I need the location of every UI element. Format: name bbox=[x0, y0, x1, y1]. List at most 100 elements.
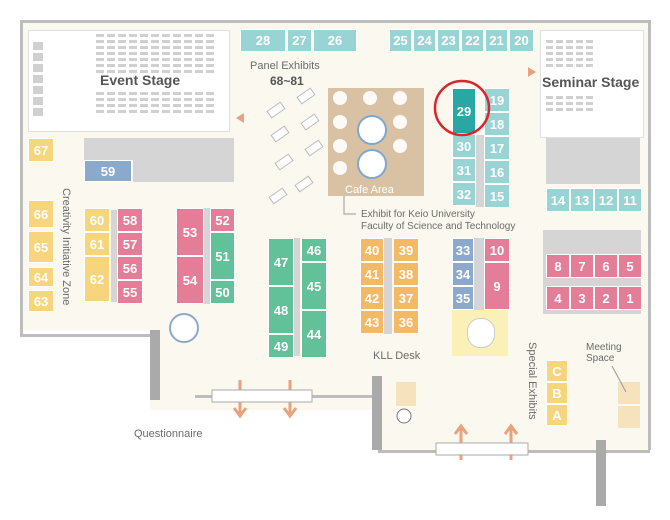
booth-12[interactable]: 12 bbox=[594, 188, 618, 212]
event-seating bbox=[206, 70, 214, 73]
booth-c[interactable]: C bbox=[546, 360, 568, 382]
booth-52[interactable]: 52 bbox=[210, 208, 235, 232]
event-seating bbox=[129, 92, 137, 95]
booth-60[interactable]: 60 bbox=[84, 208, 110, 232]
booth-39[interactable]: 39 bbox=[393, 238, 419, 262]
event-seating bbox=[129, 58, 137, 61]
booth-36[interactable]: 36 bbox=[393, 310, 419, 334]
booth-2[interactable]: 2 bbox=[594, 286, 618, 310]
booth-20[interactable]: 20 bbox=[509, 29, 534, 52]
booth-32[interactable]: 32 bbox=[452, 182, 476, 206]
booth-8[interactable]: 8 bbox=[546, 254, 570, 278]
booth-29[interactable]: 29 bbox=[452, 88, 476, 134]
booth-11[interactable]: 11 bbox=[618, 188, 642, 212]
event-seating bbox=[118, 34, 126, 37]
booth-43[interactable]: 43 bbox=[360, 310, 384, 334]
cafe-table bbox=[393, 91, 407, 105]
booth-10[interactable]: 10 bbox=[484, 238, 510, 262]
panel-exhibit-board bbox=[304, 139, 324, 157]
booth-9[interactable]: 9 bbox=[484, 262, 510, 310]
booth-65[interactable]: 65 bbox=[28, 231, 54, 263]
booth-5[interactable]: 5 bbox=[618, 254, 642, 278]
booth-56[interactable]: 56 bbox=[117, 256, 143, 280]
vote-icon bbox=[357, 115, 387, 145]
booth-48[interactable]: 48 bbox=[268, 286, 294, 334]
stage-seat bbox=[33, 42, 43, 50]
booth-53[interactable]: 53 bbox=[176, 208, 204, 256]
booth-4[interactable]: 4 bbox=[546, 286, 570, 310]
event-seating bbox=[162, 58, 170, 61]
booth-34[interactable]: 34 bbox=[452, 262, 474, 286]
gray-table-9 bbox=[476, 135, 484, 207]
booth-47[interactable]: 47 bbox=[268, 238, 294, 286]
booth-44[interactable]: 44 bbox=[301, 310, 327, 358]
booth-1[interactable]: 1 bbox=[618, 286, 642, 310]
booth-51[interactable]: 51 bbox=[210, 232, 235, 280]
booth-a[interactable]: A bbox=[546, 404, 568, 426]
booth-61[interactable]: 61 bbox=[84, 232, 110, 256]
booth-15[interactable]: 15 bbox=[484, 184, 510, 208]
booth-59[interactable]: 59 bbox=[84, 160, 132, 182]
event-seating bbox=[107, 40, 115, 43]
event-seating bbox=[140, 40, 148, 43]
booth-50[interactable]: 50 bbox=[210, 280, 235, 304]
seminar-seating bbox=[556, 64, 563, 67]
event-seating bbox=[129, 110, 137, 113]
booth-55[interactable]: 55 bbox=[117, 280, 143, 304]
booth-42[interactable]: 42 bbox=[360, 286, 384, 310]
booth-37[interactable]: 37 bbox=[393, 286, 419, 310]
booth-41[interactable]: 41 bbox=[360, 262, 384, 286]
booth-13[interactable]: 13 bbox=[570, 188, 594, 212]
booth-46[interactable]: 46 bbox=[301, 238, 327, 262]
booth-64[interactable]: 64 bbox=[28, 267, 54, 287]
booth-7[interactable]: 7 bbox=[570, 254, 594, 278]
booth-26[interactable]: 26 bbox=[313, 29, 357, 52]
event-seating bbox=[162, 52, 170, 55]
event-seating bbox=[195, 104, 203, 107]
booth-40[interactable]: 40 bbox=[360, 238, 384, 262]
booth-35[interactable]: 35 bbox=[452, 286, 474, 310]
booth-22[interactable]: 22 bbox=[461, 29, 484, 52]
booth-49[interactable]: 49 bbox=[268, 334, 294, 358]
booth-54[interactable]: 54 bbox=[176, 256, 204, 304]
booth-23[interactable]: 23 bbox=[437, 29, 460, 52]
booth-57[interactable]: 57 bbox=[117, 232, 143, 256]
booth-66[interactable]: 66 bbox=[28, 200, 54, 228]
stage-seat bbox=[33, 75, 43, 83]
booth-63[interactable]: 63 bbox=[28, 290, 54, 312]
booth-6[interactable]: 6 bbox=[594, 254, 618, 278]
booth-21[interactable]: 21 bbox=[485, 29, 508, 52]
booth-33[interactable]: 33 bbox=[452, 238, 474, 262]
event-seating bbox=[107, 58, 115, 61]
booth-25[interactable]: 25 bbox=[389, 29, 412, 52]
event-seating bbox=[173, 104, 181, 107]
event-seating bbox=[184, 70, 192, 73]
cafe-area-label: Cafe Area bbox=[345, 184, 394, 196]
seminar-seating bbox=[586, 40, 593, 43]
booth-17[interactable]: 17 bbox=[484, 136, 510, 160]
booth-28[interactable]: 28 bbox=[240, 29, 286, 52]
booth-45[interactable]: 45 bbox=[301, 262, 327, 310]
booth-38[interactable]: 38 bbox=[393, 262, 419, 286]
booth-3[interactable]: 3 bbox=[570, 286, 594, 310]
event-seating bbox=[206, 64, 214, 67]
booth-24[interactable]: 24 bbox=[413, 29, 436, 52]
event-seating bbox=[96, 98, 104, 101]
booth-b[interactable]: B bbox=[546, 382, 568, 404]
booth-27[interactable]: 27 bbox=[287, 29, 312, 52]
booth-62[interactable]: 62 bbox=[84, 256, 110, 302]
event-seating bbox=[162, 98, 170, 101]
event-seating bbox=[96, 34, 104, 37]
event-seating bbox=[195, 52, 203, 55]
booth-14[interactable]: 14 bbox=[546, 188, 570, 212]
event-seating bbox=[107, 34, 115, 37]
event-seating bbox=[151, 40, 159, 43]
booth-67[interactable]: 67 bbox=[28, 138, 54, 162]
booth-31[interactable]: 31 bbox=[452, 158, 476, 182]
booth-58[interactable]: 58 bbox=[117, 208, 143, 232]
booth-16[interactable]: 16 bbox=[484, 160, 510, 184]
panel-exhibit-board bbox=[266, 101, 286, 119]
cafe-table bbox=[333, 91, 347, 105]
panel-exhibit-board bbox=[296, 87, 316, 105]
event-seating bbox=[206, 92, 214, 95]
